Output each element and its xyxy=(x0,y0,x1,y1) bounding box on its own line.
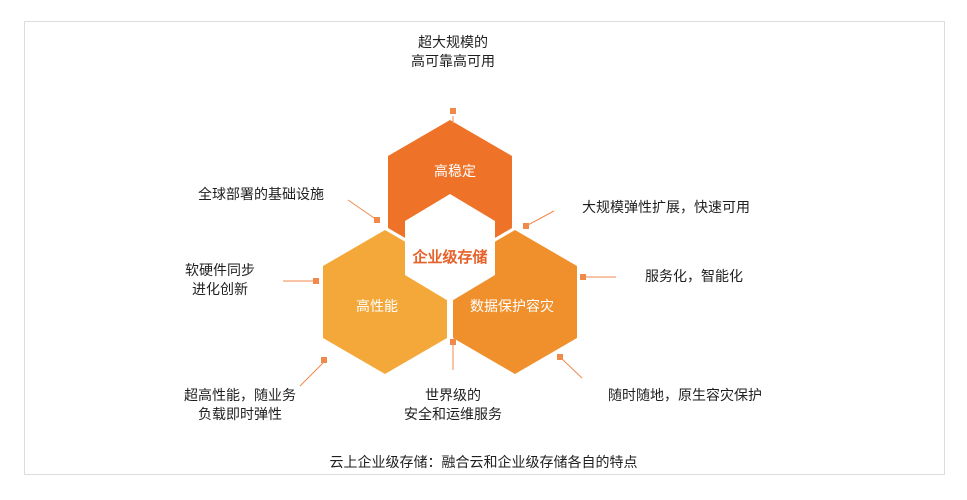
hex-right-label: 数据保护容灾 xyxy=(470,298,554,315)
dot-mid-right xyxy=(580,274,586,280)
label-mid-left: 软硬件同步 进化创新 xyxy=(185,263,255,298)
dot-lower-right xyxy=(557,354,563,360)
dot-upper-right xyxy=(523,223,529,229)
connector-lower-left xyxy=(299,362,324,387)
hex-left-label: 高性能 xyxy=(356,298,398,315)
label-upper-left: 全球部署的基础设施 xyxy=(198,187,324,203)
connector-upper-right xyxy=(525,210,555,227)
label-mid-right: 服务化，智能化 xyxy=(645,269,743,285)
label-upper-right: 大规模弹性扩展，快速可用 xyxy=(582,200,750,216)
label-lower-right: 随时随地，原生容灾保护 xyxy=(608,388,762,404)
dot-mid-left xyxy=(313,278,319,284)
connector-upper-left xyxy=(347,199,378,221)
connector-lower-right xyxy=(560,357,583,379)
center-label: 企业级存储 xyxy=(411,248,487,266)
dot-bottom xyxy=(450,339,456,345)
label-bottom: 世界级的 安全和运维服务 xyxy=(404,388,502,423)
diagram-caption: 云上企业级存储：融合云和企业级存储各自的特点 xyxy=(329,455,638,471)
label-lower-left: 超高性能，随业务 负载即时弹性 xyxy=(184,388,296,423)
dot-top xyxy=(450,108,456,114)
dot-lower-left xyxy=(321,357,327,363)
hex-top-label: 高稳定 xyxy=(434,163,476,180)
hex-center xyxy=(405,194,495,302)
dot-upper-left xyxy=(374,217,380,223)
label-top: 超大规模的 高可靠高可用 xyxy=(411,35,495,70)
diagram-frame xyxy=(24,21,945,475)
